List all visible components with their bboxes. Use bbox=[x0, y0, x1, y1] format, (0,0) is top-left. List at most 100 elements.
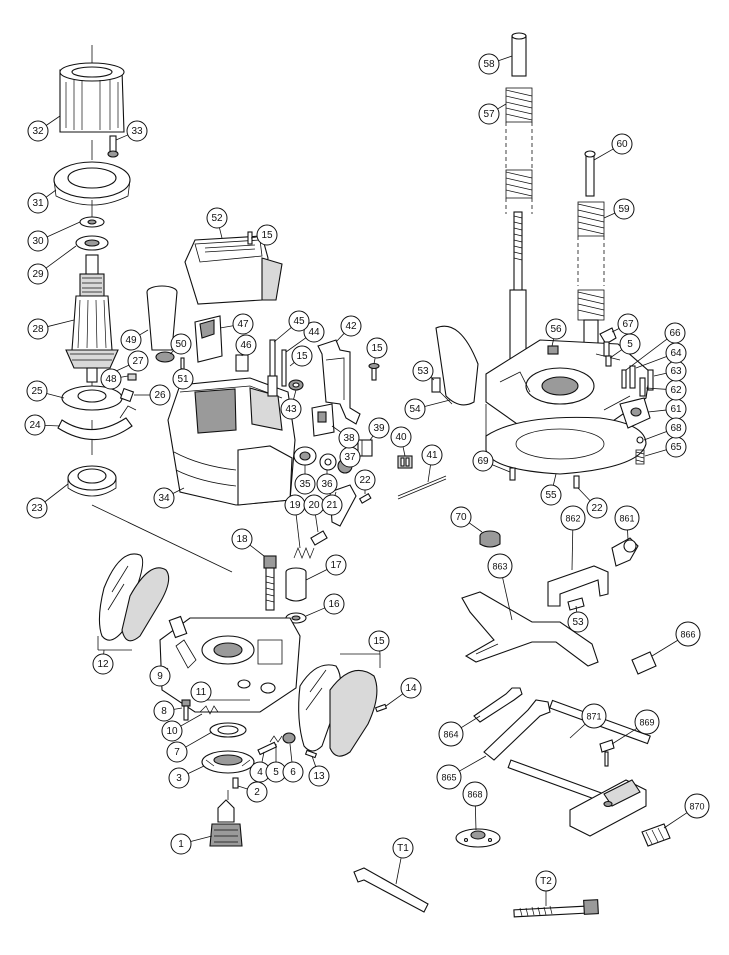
callout-34: 34 bbox=[153, 487, 175, 509]
leader-line bbox=[430, 377, 435, 381]
washer-30 bbox=[79, 216, 105, 228]
trimmer-guide-863 bbox=[461, 591, 599, 667]
handle-12 bbox=[98, 553, 170, 642]
callout-869: 869 bbox=[634, 709, 660, 735]
depth-stop-block-61 bbox=[619, 397, 651, 429]
leader-line bbox=[305, 569, 328, 581]
callout-text: 41 bbox=[426, 450, 438, 461]
grommet-43 bbox=[288, 379, 304, 391]
leader-line bbox=[593, 148, 614, 161]
callout-862: 862 bbox=[560, 505, 586, 531]
callout-text: 21 bbox=[326, 500, 338, 511]
callout-text: 60 bbox=[616, 139, 628, 150]
callout-1: 1 bbox=[170, 833, 192, 855]
bearing-29 bbox=[75, 235, 109, 251]
bolt-t2 bbox=[513, 899, 599, 918]
column-left bbox=[509, 211, 527, 361]
callout-863: 863 bbox=[487, 553, 513, 579]
nut-35 bbox=[293, 446, 317, 466]
leader-line bbox=[577, 487, 591, 502]
leader-line bbox=[311, 755, 317, 767]
callout-text: 50 bbox=[175, 339, 187, 350]
nut-70 bbox=[479, 530, 501, 548]
leader-line bbox=[427, 464, 431, 483]
spring-65 bbox=[635, 449, 645, 465]
callout-25: 25 bbox=[26, 380, 48, 402]
callout-text: 68 bbox=[670, 423, 682, 434]
spring-5 bbox=[269, 735, 283, 743]
leader-line bbox=[373, 357, 376, 365]
callout-text: 864 bbox=[443, 730, 458, 740]
callout-21: 21 bbox=[321, 494, 343, 516]
leader-line bbox=[46, 221, 81, 238]
leader-line bbox=[249, 544, 265, 557]
wing-knob-53 bbox=[567, 597, 585, 611]
motor-housing-34 bbox=[167, 377, 296, 506]
leader-line bbox=[385, 693, 404, 707]
leader-line bbox=[651, 639, 678, 657]
plate-3 bbox=[201, 750, 255, 774]
leader-line bbox=[571, 529, 574, 571]
callout-text: 70 bbox=[455, 512, 467, 523]
leader-line bbox=[237, 785, 248, 790]
callout-text: 3 bbox=[176, 773, 182, 784]
leader-line bbox=[645, 387, 667, 390]
leader-line bbox=[289, 743, 293, 763]
leader-line bbox=[468, 522, 483, 533]
leader-line bbox=[551, 338, 555, 347]
callout-text: 37 bbox=[344, 452, 356, 463]
callout-68: 68 bbox=[665, 417, 687, 439]
callout-6: 6 bbox=[282, 761, 304, 783]
leader-line bbox=[552, 473, 557, 486]
callout-text: 5 bbox=[273, 767, 279, 778]
screw-2 bbox=[232, 777, 239, 789]
callout-65: 65 bbox=[665, 436, 687, 458]
callout-39: 39 bbox=[368, 417, 390, 439]
callout-17: 17 bbox=[325, 554, 347, 576]
callout-text: 31 bbox=[32, 198, 44, 209]
callout-text: 25 bbox=[31, 386, 43, 397]
callout-text: 67 bbox=[622, 319, 634, 330]
callout-text: 9 bbox=[157, 671, 163, 682]
callout-t1: T1 bbox=[392, 837, 414, 859]
knob-870 bbox=[641, 823, 671, 847]
sleeve-49 bbox=[146, 285, 178, 351]
callout-868: 868 bbox=[462, 781, 488, 807]
callout-41: 41 bbox=[421, 444, 443, 466]
callout-5b: 5 bbox=[619, 333, 641, 355]
callout-text: 24 bbox=[29, 420, 41, 431]
callout-text: 69 bbox=[477, 456, 489, 467]
terminal-40 bbox=[397, 455, 413, 469]
callout-text: 862 bbox=[565, 514, 580, 524]
callout-text: 11 bbox=[196, 687, 207, 698]
callout-text: 13 bbox=[313, 771, 325, 782]
callout-31: 31 bbox=[27, 192, 49, 214]
callout-text: 5 bbox=[627, 339, 633, 350]
screw-5-right bbox=[605, 355, 612, 367]
callout-50: 50 bbox=[170, 333, 192, 355]
leader-line bbox=[185, 731, 213, 748]
leader-line bbox=[172, 487, 185, 494]
motor-stack bbox=[53, 45, 233, 573]
callout-text: 10 bbox=[166, 726, 178, 737]
callout-40: 40 bbox=[390, 426, 412, 448]
leader-line bbox=[219, 325, 234, 329]
callout-text: 22 bbox=[591, 503, 603, 514]
callout-text: 57 bbox=[483, 109, 495, 120]
sleeve-866 bbox=[631, 651, 657, 675]
callout-text: 2 bbox=[254, 787, 260, 798]
leader-line bbox=[46, 393, 65, 399]
leader-line bbox=[45, 245, 77, 269]
callout-62: 62 bbox=[665, 379, 687, 401]
leader-line bbox=[190, 835, 213, 842]
callout-35: 35 bbox=[294, 473, 316, 495]
leader-line bbox=[653, 372, 667, 377]
callout-text: 868 bbox=[467, 790, 482, 800]
sub-base-55 bbox=[485, 416, 647, 475]
callout-text: 63 bbox=[670, 366, 682, 377]
guide-holder-862 bbox=[547, 565, 609, 607]
callout-865: 865 bbox=[436, 764, 462, 790]
leader-line bbox=[293, 389, 297, 400]
callout-53a: 53 bbox=[412, 360, 434, 382]
leader-line bbox=[460, 715, 481, 729]
